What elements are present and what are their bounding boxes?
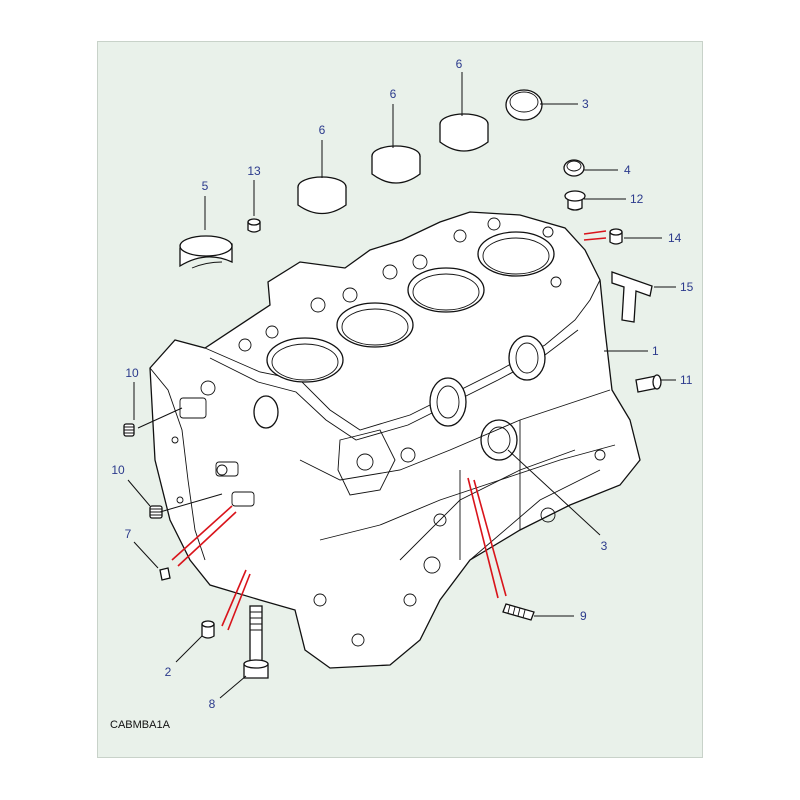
- dowel-13: [247, 218, 261, 233]
- callout-3-top: 3: [582, 97, 589, 111]
- gasket-t-15: [611, 271, 653, 323]
- main-bearing-shell-6b: [371, 145, 421, 184]
- bolt-8: [243, 605, 269, 679]
- callout-7: 7: [125, 527, 132, 541]
- core-plug-3: [505, 89, 543, 121]
- callout-2: 2: [165, 665, 172, 679]
- main-bearing-shell-6a: [297, 176, 347, 215]
- callout-14: 14: [668, 231, 682, 245]
- callout-15: 15: [680, 280, 694, 294]
- callout-4: 4: [624, 163, 631, 177]
- dowel-10b: [149, 505, 163, 519]
- callout-6-left: 6: [319, 123, 326, 137]
- main-bearing-shell-5: [179, 235, 233, 269]
- plug-12: [564, 190, 586, 211]
- callout-12: 12: [630, 192, 644, 206]
- callout-5: 5: [202, 179, 209, 193]
- callout-13: 13: [247, 164, 261, 178]
- plug-11: [635, 374, 662, 393]
- plug-4: [563, 159, 585, 177]
- location-lines: [171, 230, 607, 631]
- callout-11: 11: [680, 373, 693, 387]
- dowel-10a: [123, 423, 135, 437]
- cylinder-block: [149, 211, 641, 669]
- callout-1: 1: [652, 344, 659, 358]
- callout-6-middle: 6: [390, 87, 397, 101]
- diagram-reference-code: CABMBA1A: [110, 719, 171, 731]
- dowel-7: [159, 567, 171, 581]
- callout-6-right: 6: [456, 57, 463, 71]
- dowel-2: [201, 620, 215, 639]
- callout-3-lower: 3: [601, 539, 608, 553]
- callout-8: 8: [209, 697, 216, 711]
- callout-9: 9: [580, 609, 587, 623]
- dowel-14: [609, 228, 623, 245]
- stud-9: [502, 603, 535, 621]
- callout-10-lower: 10: [111, 463, 125, 477]
- callout-labels: 6 6 6 3 5 13 4 12 14 15 1 11 10 10 7 3 9…: [111, 57, 693, 711]
- leader-lines: [127, 72, 676, 699]
- callout-10-upper: 10: [125, 366, 139, 380]
- main-bearing-shell-6c: [439, 113, 489, 152]
